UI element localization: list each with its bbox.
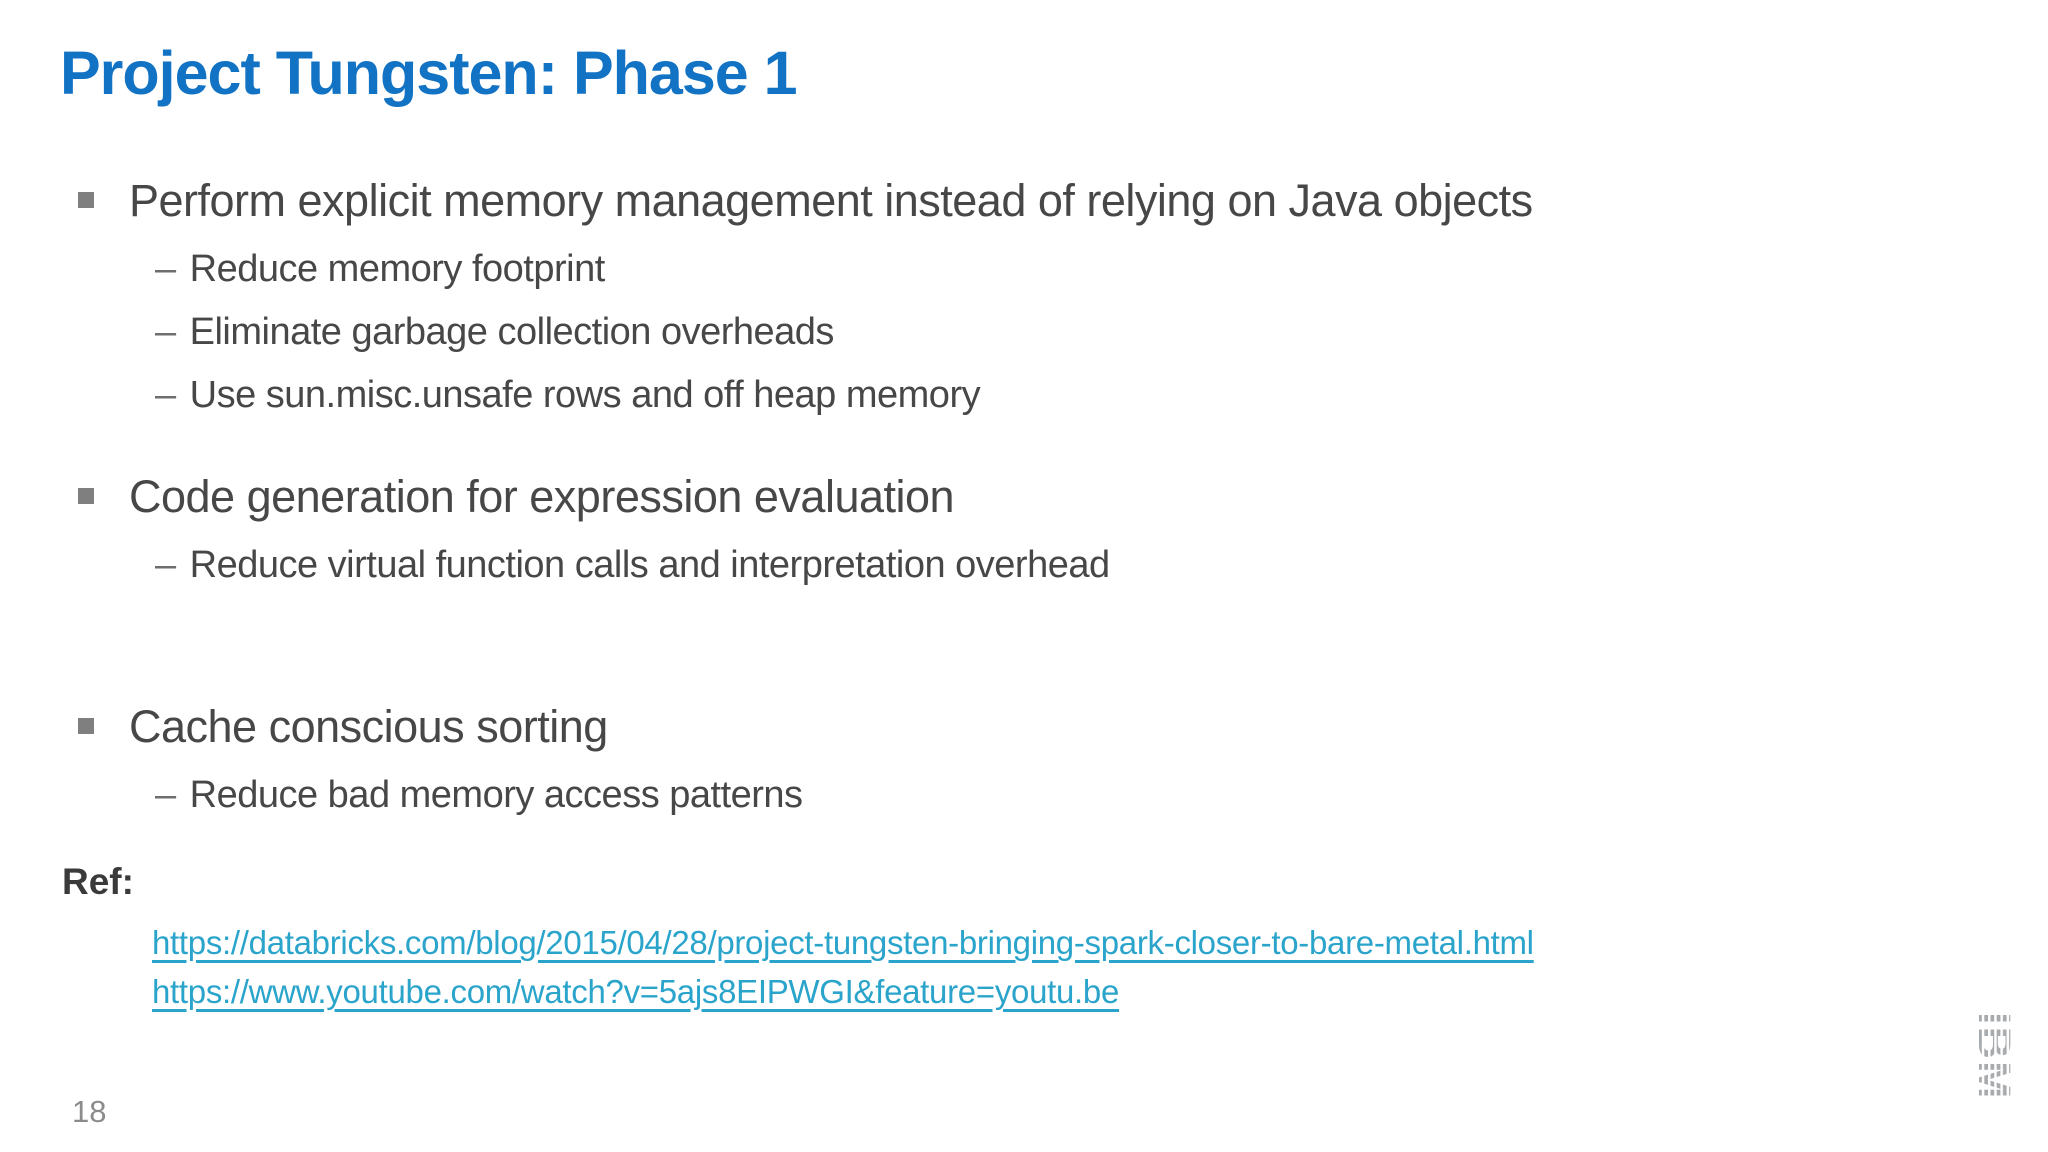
dash-icon: – [155, 248, 176, 290]
sub-bullet-text: Reduce virtual function calls and interp… [189, 544, 1110, 586]
ref-label: Ref: [62, 861, 134, 902]
ibm-logo-text: IBM [1971, 1012, 2019, 1101]
bullet-group-sorting: Cache conscious sorting – Reduce bad mem… [62, 698, 1988, 827]
bullet-square-icon [78, 488, 94, 504]
bullet-square-icon [78, 718, 94, 734]
sub-bullet-text: Use sun.misc.unsafe rows and off heap me… [189, 374, 981, 416]
bullet-group-codegen: Code generation for expression evaluatio… [62, 468, 1988, 597]
bullet-main-line: Cache conscious sorting [62, 698, 1988, 756]
sub-bullet-list: – Reduce virtual function calls and inte… [155, 534, 1988, 597]
bullet-main-text: Perform explicit memory management inste… [129, 175, 1533, 226]
bullet-main-line: Code generation for expression evaluatio… [62, 468, 1988, 526]
bullet-main-text: Cache conscious sorting [129, 701, 608, 752]
bullet-main-text: Code generation for expression evaluatio… [129, 471, 955, 522]
ibm-logo: IBM [1969, 1010, 2020, 1120]
ibm-logo-graphic: IBM [1969, 1012, 2020, 1101]
bullet-square-icon [78, 192, 94, 208]
sub-bullet-line: – Use sun.misc.unsafe rows and off heap … [155, 364, 1988, 427]
sub-bullet-list: – Reduce bad memory access patterns [155, 764, 1988, 827]
sub-bullet-line: – Reduce memory footprint [155, 238, 1988, 301]
sub-bullet-line: – Eliminate garbage collection overheads [155, 301, 1988, 364]
page-title: Project Tungsten: Phase 1 [60, 39, 798, 107]
sub-bullet-line: – Reduce virtual function calls and inte… [155, 534, 1988, 597]
sub-bullet-text: Eliminate garbage collection overheads [189, 311, 835, 353]
sub-bullet-line: – Reduce bad memory access patterns [155, 764, 1988, 827]
reference-links: https://databricks.com/blog/2015/04/28/p… [152, 918, 1534, 1016]
dash-icon: – [155, 374, 176, 416]
dash-icon: – [155, 311, 176, 353]
sub-bullet-list: – Reduce memory footprint – Eliminate ga… [155, 238, 1988, 427]
page-number: 18 [72, 1094, 107, 1129]
bullet-group-memory: Perform explicit memory management inste… [62, 172, 1988, 427]
sub-bullet-text: Reduce memory footprint [189, 248, 606, 290]
link-youtube-video[interactable]: https://www.youtube.com/watch?v=5ajs8EIP… [152, 973, 1120, 1010]
bullet-main-line: Perform explicit memory management inste… [62, 172, 1988, 230]
dash-icon: – [155, 774, 176, 816]
dash-icon: – [155, 544, 176, 586]
sub-bullet-text: Reduce bad memory access patterns [189, 774, 803, 816]
link-databricks-blog[interactable]: https://databricks.com/blog/2015/04/28/p… [152, 924, 1534, 961]
